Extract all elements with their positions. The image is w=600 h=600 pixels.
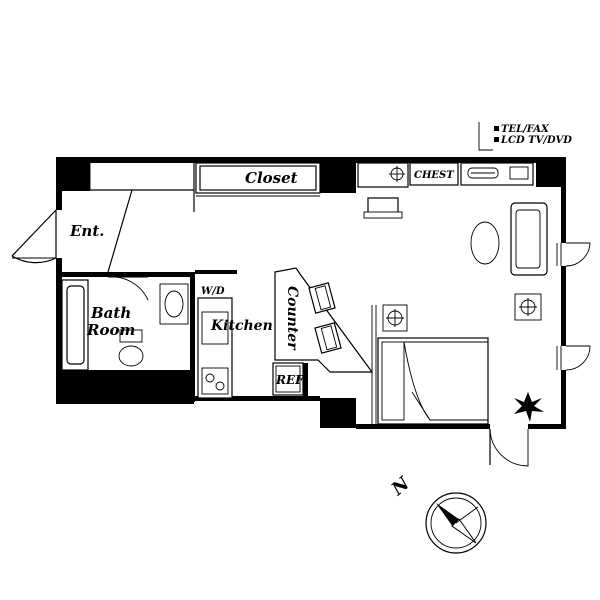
label-kitchen: Kitchen (210, 318, 273, 334)
desk (357, 162, 409, 188)
kitchen: W/D Kitchen REF (197, 286, 308, 399)
label-refrigerator: REF (275, 373, 305, 387)
label-counter: Counter (284, 286, 300, 351)
toilet (119, 329, 143, 343)
bath-room: Bath Room (61, 276, 189, 371)
cooktop (201, 367, 229, 395)
chest (409, 162, 459, 186)
amenity-legend: TEL/FAX LCD TV/DVD (478, 122, 572, 151)
kitchen-sink (201, 311, 229, 345)
label-room: Room (86, 321, 135, 339)
doors (11, 209, 529, 467)
walls (56, 157, 566, 429)
label-entrance: Ent. (69, 222, 105, 240)
counter: Counter (274, 267, 374, 373)
compass-north-label: N (387, 472, 415, 500)
counter-top (274, 267, 374, 373)
tel-fax-marker-icon (494, 126, 499, 131)
compass-rose-icon: N (387, 472, 487, 554)
closet: Closet (195, 162, 321, 197)
living-area (371, 202, 548, 425)
lamp-icon (514, 293, 542, 321)
label-bath: Bath (90, 304, 131, 322)
amenity-lcd-tv: LCD TV/DVD (500, 135, 572, 146)
lcd-tv-marker-icon (494, 137, 499, 142)
round-table (470, 221, 500, 265)
desk-area: CHEST (357, 162, 534, 219)
amenity-tel-fax: TEL/FAX (501, 124, 550, 135)
plant-icon (514, 392, 544, 422)
label-closet: Closet (245, 169, 298, 187)
label-chest: CHEST (414, 170, 455, 181)
entrance-area: Ent. (62, 163, 195, 273)
lamp-icon (382, 304, 408, 332)
label-washer-dryer: W/D (201, 286, 225, 297)
windows (556, 242, 591, 371)
